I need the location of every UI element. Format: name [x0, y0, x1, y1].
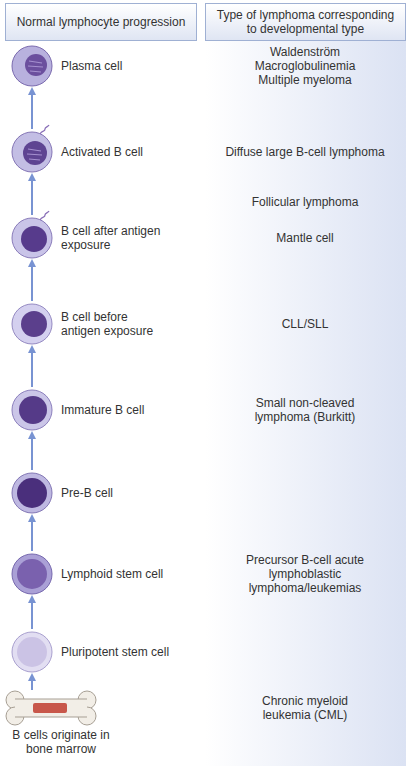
- cell-nucleus: [23, 141, 47, 165]
- progression-arrow: [31, 597, 33, 629]
- lymphoma-label: Small non-cleaved lymphoma (Burkitt): [245, 396, 365, 424]
- cell-label: B cell after antigen exposure: [61, 224, 165, 252]
- cell-node: Activated B cell: [9, 129, 55, 175]
- cell-label: Pre-B cell: [61, 486, 201, 500]
- cell-label: Lymphoid stem cell: [61, 567, 201, 581]
- bone-edge: [15, 699, 87, 700]
- cell-label: Activated B cell: [61, 145, 201, 159]
- cell-nucleus: [17, 559, 47, 589]
- lymphoma-label: Waldenström Macroglobulinemia: [245, 45, 365, 73]
- lymphoma-label: Diffuse large B-cell lymphoma: [207, 145, 403, 159]
- column-header: Normal lymphocyte progression: [5, 3, 197, 41]
- lymphoma-label: Chronic myeloid leukemia (CML): [249, 694, 361, 722]
- cell-drawing: [9, 301, 55, 347]
- cell-nucleus: [19, 396, 47, 424]
- chromatin-streak: [28, 61, 43, 72]
- cell-label: B cell before antigen exposure: [61, 310, 165, 338]
- cell-membrane: [12, 132, 52, 172]
- cell-membrane: [12, 473, 52, 513]
- bone-marrow-node: B cells originate in bone marrow: [5, 690, 97, 726]
- cell-membrane: [12, 554, 52, 594]
- header-text: Normal lymphocyte progression: [17, 15, 186, 29]
- progression-arrow: [31, 347, 33, 387]
- cell-label: Immature B cell: [61, 403, 201, 417]
- cell-node: Lymphoid stem cell: [9, 551, 55, 597]
- antigen-squiggle: [40, 211, 49, 220]
- cell-node: Plasma cell: [9, 43, 55, 89]
- progression-arrow: [31, 516, 33, 551]
- cell-drawing: [9, 470, 55, 516]
- cell-membrane: [12, 304, 52, 344]
- cell-nucleus: [17, 637, 47, 667]
- lymphoma-label: Multiple myeloma: [230, 73, 380, 87]
- progression-arrow: [31, 433, 33, 470]
- cell-nucleus: [17, 478, 47, 508]
- chromatin-streak: [27, 149, 42, 160]
- cell-membrane: [12, 632, 52, 672]
- progression-arrow: [31, 175, 33, 215]
- cell-nucleus: [21, 226, 47, 252]
- bone-caption: B cells originate in bone marrow: [5, 728, 117, 756]
- bone-marrow: [33, 703, 67, 713]
- progression-arrow: [31, 89, 33, 129]
- lymphoma-label: Precursor B-cell acute lymphoblastic lym…: [241, 553, 369, 595]
- cell-drawing: [9, 551, 55, 597]
- progression-arrow: [31, 675, 33, 690]
- cell-node: B cell after antigen exposure: [9, 215, 55, 261]
- lymphoma-label: CLL/SLL: [230, 317, 380, 331]
- cell-membrane: [12, 46, 52, 86]
- header-text: Type of lymphoma corresponding to develo…: [212, 8, 399, 36]
- bone-shaft: [15, 699, 87, 717]
- cell-drawing: [9, 215, 55, 261]
- cell-node: Immature B cell: [9, 387, 55, 433]
- cell-drawing: [9, 629, 55, 675]
- cell-nucleus: [25, 54, 47, 76]
- cell-nucleus: [21, 311, 47, 337]
- cell-label: Pluripotent stem cell: [61, 645, 201, 659]
- cell-node: B cell before antigen exposure: [9, 301, 55, 347]
- cell-node: Pluripotent stem cell: [9, 629, 55, 675]
- bone-drawing: [5, 690, 97, 726]
- lymphoma-label: Mantle cell: [230, 231, 380, 245]
- cell-drawing: [9, 387, 55, 433]
- cell-membrane: [12, 218, 52, 258]
- lymphoma-label: Follicular lymphoma: [230, 195, 380, 209]
- column-header: Type of lymphoma corresponding to develo…: [205, 3, 406, 41]
- cell-node: Pre-B cell: [9, 470, 55, 516]
- cell-membrane: [12, 390, 52, 430]
- cell-drawing: [9, 129, 55, 175]
- progression-arrow: [31, 261, 33, 301]
- bone-edge: [15, 717, 87, 718]
- cell-drawing: [9, 43, 55, 89]
- cell-label: Plasma cell: [61, 59, 201, 73]
- antigen-squiggle: [40, 125, 49, 134]
